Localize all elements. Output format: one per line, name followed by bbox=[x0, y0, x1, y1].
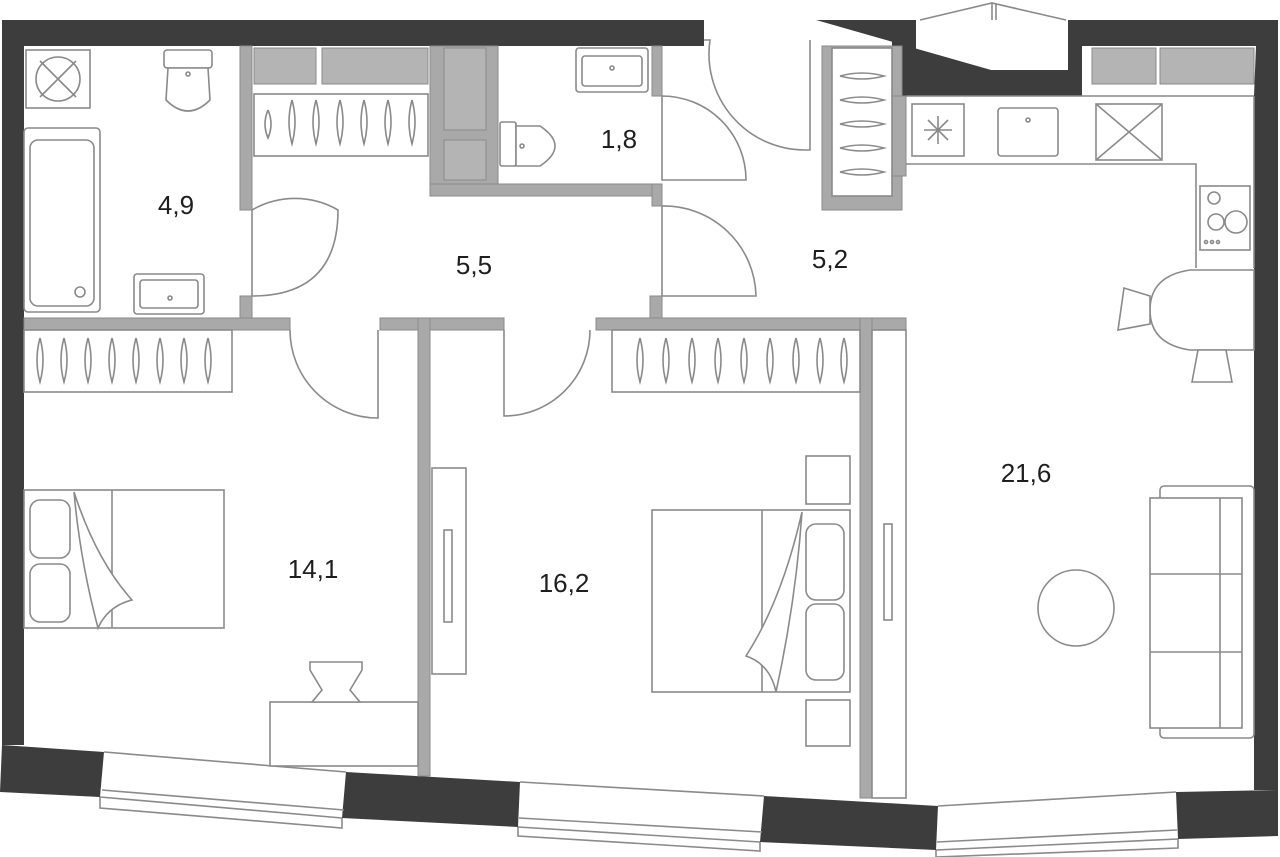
cabinet-top-1 bbox=[253, 47, 317, 85]
wardrobe-hall bbox=[253, 93, 429, 157]
sofa-icon bbox=[1149, 485, 1255, 739]
wall-center-bedroom-right bbox=[859, 317, 873, 799]
door-bathroom bbox=[251, 197, 339, 297]
doors bbox=[251, 39, 811, 419]
fridge-icon bbox=[911, 103, 965, 157]
wall-kitchen-step bbox=[891, 95, 907, 177]
area-label-hall-right: 5,2 bbox=[812, 244, 848, 274]
kitchen-cabinet-1 bbox=[1091, 47, 1157, 85]
living-furniture bbox=[1037, 485, 1255, 739]
wardrobes bbox=[23, 47, 893, 393]
door-left-bedroom bbox=[289, 329, 379, 419]
kitchen-cabinet-2 bbox=[1159, 47, 1255, 85]
tv-panels bbox=[431, 329, 907, 799]
wardrobe-left-bedroom bbox=[23, 329, 233, 393]
cooktop-icon bbox=[1199, 185, 1251, 251]
desk-icon bbox=[269, 701, 419, 767]
windows bbox=[99, 2, 1179, 857]
wall-toilet-bottom bbox=[429, 183, 663, 197]
window-top-bay bbox=[919, 2, 1067, 21]
bathtub-icon bbox=[23, 127, 101, 313]
door-center-bedroom bbox=[503, 329, 591, 417]
coffee-table-icon bbox=[1037, 569, 1115, 647]
cabinets bbox=[253, 47, 1255, 181]
door-entrance bbox=[704, 39, 811, 151]
bed-icon bbox=[651, 509, 851, 693]
cabinet-low bbox=[443, 139, 487, 181]
chair-icon bbox=[1191, 349, 1233, 383]
area-label-hall-center: 5,5 bbox=[456, 250, 492, 280]
wall-bottom-seg-3 bbox=[760, 796, 938, 850]
toilet-room-fixtures bbox=[499, 47, 649, 167]
exterior-walls bbox=[0, 20, 1278, 850]
door-toilet bbox=[661, 95, 747, 181]
area-label-bedroom-center: 16,2 bbox=[539, 568, 590, 598]
sink-icon bbox=[575, 47, 649, 93]
tv-panel-icon bbox=[431, 467, 467, 675]
nightstand-icon bbox=[805, 455, 851, 505]
window-bottom-1 bbox=[99, 751, 347, 829]
wall-bath-right bbox=[239, 45, 253, 211]
wall-bath-bottom bbox=[23, 317, 291, 331]
area-label-toilet: 1,8 bbox=[601, 124, 637, 154]
wall-hall-stub bbox=[649, 295, 663, 319]
toilet-icon bbox=[163, 49, 213, 112]
washing-machine-icon bbox=[25, 49, 91, 109]
area-label-bathroom: 4,9 bbox=[158, 190, 194, 220]
wall-left-bedroom-right bbox=[417, 317, 431, 777]
wall-left-bedroom-door-end bbox=[379, 317, 505, 331]
wardrobe-entry bbox=[831, 47, 893, 197]
oven-icon bbox=[1095, 103, 1163, 161]
center-bedroom-furniture bbox=[651, 455, 851, 747]
wall-bottom-seg-1 bbox=[0, 745, 104, 797]
window-bottom-2 bbox=[517, 781, 765, 852]
wall-bottom-seg-4 bbox=[1176, 790, 1278, 839]
wall-toilet-right-stub bbox=[651, 183, 663, 207]
nightstand-icon bbox=[805, 699, 851, 747]
toilet-icon bbox=[499, 121, 556, 167]
tv-panel-icon bbox=[871, 329, 907, 799]
wall-bath-right-low bbox=[239, 295, 253, 319]
area-label-living-kitchen: 21,6 bbox=[1001, 458, 1052, 488]
window-bottom-3 bbox=[935, 791, 1179, 857]
area-label-bedroom-left: 14,1 bbox=[288, 554, 339, 584]
chair-icon bbox=[309, 661, 363, 703]
left-bedroom-furniture bbox=[23, 489, 419, 767]
bathroom-fixtures bbox=[23, 49, 213, 315]
kitchen-sink-icon bbox=[997, 107, 1059, 157]
cabinet-column bbox=[443, 47, 487, 131]
dining-table-icon bbox=[1117, 269, 1255, 383]
area-labels: 4,9 1,8 5,5 5,2 14,1 16,2 21,6 bbox=[158, 124, 1051, 598]
wardrobe-center-bedroom bbox=[611, 329, 861, 393]
door-hall bbox=[661, 205, 757, 297]
cabinet-top-2 bbox=[321, 47, 429, 85]
kitchen-counter bbox=[906, 95, 1255, 268]
kitchen-fixtures bbox=[906, 95, 1255, 383]
sink-icon bbox=[133, 273, 205, 315]
wall-toilet-right bbox=[651, 45, 663, 97]
chair-icon bbox=[1117, 286, 1151, 331]
wall-kitchen-niche bbox=[892, 20, 1082, 96]
bed-icon bbox=[23, 489, 225, 631]
wall-bottom-seg-2 bbox=[342, 772, 520, 827]
